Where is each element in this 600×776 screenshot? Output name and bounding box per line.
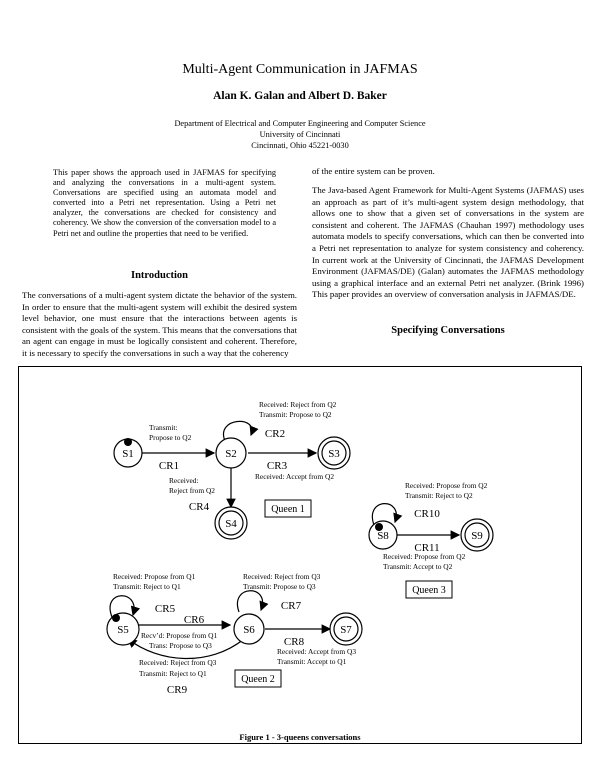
start-dot-s5 bbox=[112, 614, 120, 622]
edge-cr7 bbox=[236, 590, 269, 613]
abstract-text: This paper shows the approach used in JA… bbox=[53, 168, 276, 238]
annotation: Received: Reject from Q3 bbox=[139, 658, 217, 667]
annotation: Received: Propose from Q2 bbox=[405, 481, 488, 490]
queen3-box bbox=[405, 580, 453, 599]
state-label: S5 bbox=[117, 624, 129, 636]
cr-label: CR5 bbox=[155, 603, 176, 615]
edge-cr9 bbox=[127, 638, 245, 660]
state-s4-inner bbox=[218, 510, 244, 536]
state-label: S7 bbox=[340, 624, 352, 636]
figure-caption: Figure 1 - 3-queens conversations bbox=[239, 732, 361, 742]
cr-label: CR1 bbox=[159, 460, 179, 472]
state-label: S4 bbox=[225, 518, 237, 530]
cr-label: CR3 bbox=[267, 460, 288, 472]
affiliation-city: Cincinnati, Ohio 45221-0030 bbox=[251, 141, 349, 150]
cr-label: CR4 bbox=[189, 501, 210, 513]
state-s2 bbox=[215, 437, 247, 469]
paper-title: Multi-Agent Communication in JAFMAS bbox=[182, 62, 418, 77]
cr-label: CR2 bbox=[265, 428, 285, 440]
introduction-text: The conversations of a multi-agent syste… bbox=[22, 290, 297, 358]
right-column-continuation: of the entire system can be proven. bbox=[312, 166, 435, 176]
state-label: S6 bbox=[243, 624, 255, 636]
annotation: Transmit: Propose to Q2 bbox=[259, 410, 332, 419]
annotation: Reject from Q2 bbox=[169, 486, 215, 495]
state-s9-inner bbox=[464, 522, 490, 548]
cr-label: CR6 bbox=[184, 614, 205, 626]
annotation: Transmit: Propose to Q3 bbox=[243, 582, 316, 591]
affiliation-university: University of Cincinnati bbox=[259, 130, 341, 139]
cr-label: CR8 bbox=[284, 636, 305, 648]
annotation: Trans: Propose to Q3 bbox=[149, 641, 212, 650]
queen2-box bbox=[234, 669, 282, 688]
annotation: Transmit: Accept to Q2 bbox=[383, 562, 453, 571]
state-s7-inner bbox=[333, 616, 359, 642]
cr-label: CR11 bbox=[414, 542, 439, 554]
annotation: Transmit: Reject to Q1 bbox=[113, 582, 181, 591]
cr-label: CR9 bbox=[167, 684, 188, 696]
queen-label: Queen 2 bbox=[241, 674, 275, 685]
conversation-diagram: S1 S2 S3 S4 S5 S6 S7 S8 S9 CR1 CR2 CR3 C… bbox=[106, 400, 494, 696]
paper-authors: Alan K. Galan and Albert D. Baker bbox=[213, 90, 387, 102]
annotation: Received: Accept from Q2 bbox=[255, 472, 334, 481]
state-label: S2 bbox=[225, 448, 237, 460]
start-dot-s8 bbox=[375, 523, 383, 531]
annotation: Transmit: Reject to Q2 bbox=[405, 491, 473, 500]
state-label: S3 bbox=[328, 448, 340, 460]
state-label: S8 bbox=[377, 530, 389, 542]
cr-label: CR10 bbox=[414, 508, 440, 520]
right-column-paragraph: The Java-based Agent Framework for Multi… bbox=[312, 185, 584, 300]
state-s6 bbox=[233, 613, 265, 645]
annotation: Received: bbox=[169, 476, 199, 485]
specifying-conversations-heading: Specifying Conversations bbox=[391, 325, 505, 336]
start-dot-s1 bbox=[124, 438, 132, 446]
annotation: Recv’d: Propose from Q1 bbox=[141, 631, 217, 640]
annotation: Received: Accept from Q3 bbox=[277, 647, 356, 656]
figure-1: S1 S2 S3 S4 S5 S6 S7 S8 S9 CR1 CR2 CR3 C… bbox=[18, 366, 582, 744]
affiliation-department: Department of Electrical and Computer En… bbox=[174, 119, 426, 128]
edge-cr2 bbox=[222, 420, 259, 442]
state-label: S1 bbox=[122, 448, 134, 460]
annotation: Received: Reject from Q3 bbox=[243, 572, 321, 581]
queen-label: Queen 3 bbox=[412, 585, 446, 596]
queen-label: Queen 1 bbox=[271, 504, 305, 515]
annotation: Received: Propose from Q1 bbox=[113, 572, 196, 581]
annotation: Propose to Q2 bbox=[149, 433, 192, 442]
annotation: Received: Propose from Q2 bbox=[383, 552, 466, 561]
annotation: Received: Reject from Q2 bbox=[259, 400, 337, 409]
annotation: Transmit: Accept to Q1 bbox=[277, 657, 347, 666]
introduction-heading: Introduction bbox=[131, 270, 188, 281]
annotation: Transmit: bbox=[149, 423, 177, 432]
cr-label: CR7 bbox=[281, 600, 302, 612]
annotation: Transmit: Reject to Q1 bbox=[139, 669, 207, 678]
state-s3-inner bbox=[321, 440, 347, 466]
edge-cr5 bbox=[109, 595, 141, 618]
queen1-box bbox=[264, 499, 312, 518]
edge-cr10 bbox=[371, 503, 403, 526]
state-label: S9 bbox=[471, 530, 483, 542]
